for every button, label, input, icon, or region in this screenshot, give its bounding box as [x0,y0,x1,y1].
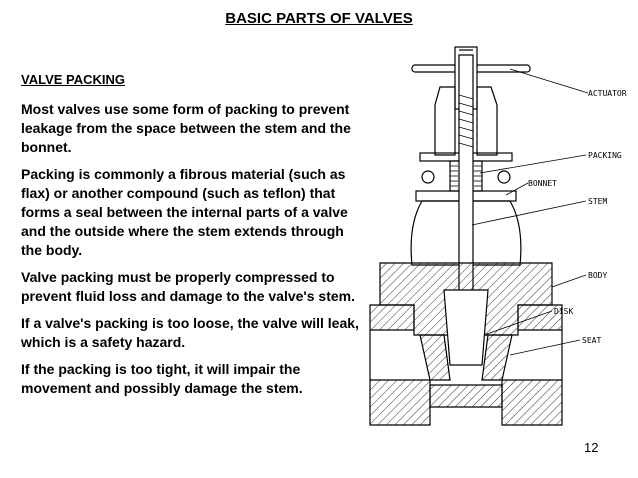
disk-label: DISK [554,307,573,316]
paragraph: If a valve's packing is too loose, the v… [21,315,359,350]
yoke-shape [434,86,498,156]
paragraph: Valve packing must be properly compresse… [21,269,355,304]
stem-shape [458,54,474,296]
body-text: Most valves use some form of packing to … [21,100,366,406]
paragraph: If the packing is too tight, it will imp… [21,361,303,396]
seat-shape [419,334,513,381]
paragraph: Most valves use some form of packing to … [21,101,351,155]
actuator-label: ACTUATOR [588,89,627,98]
gate-valve-diagram: ACTUATOR PACKING BONNET STEM BODY DISK S… [369,46,627,426]
seat-label: SEAT [582,336,601,345]
section-heading: VALVE PACKING [21,72,126,87]
body-label: BODY [588,271,607,280]
slide-title: BASIC PARTS OF VALVES [225,10,413,27]
disk-shape [443,289,489,366]
packing-label: PACKING [588,151,622,160]
paragraph: Packing is commonly a fibrous material (… [21,166,348,258]
page-number: 12 [584,440,599,455]
bonnet-label: BONNET [528,179,557,188]
stem-label: STEM [588,197,607,206]
